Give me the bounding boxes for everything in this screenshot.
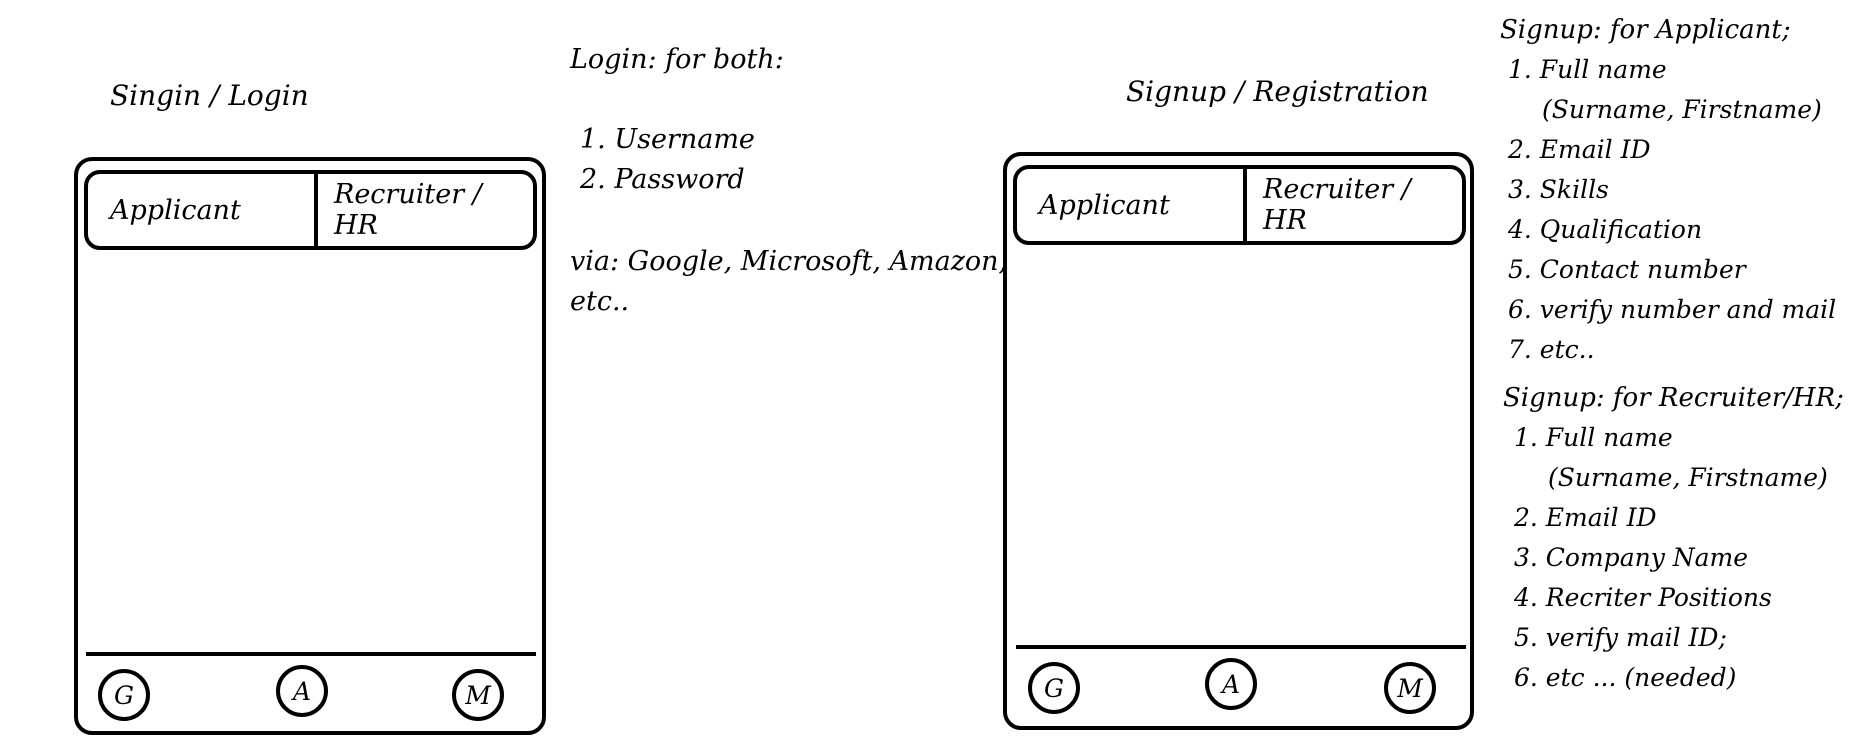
list-item: 6. etc ... (needed) [1514,663,1737,692]
list-item: 5. Contact number [1508,255,1746,284]
signup-amazon-button[interactable]: A [1205,658,1257,710]
signup-microsoft-button[interactable]: M [1384,662,1436,714]
login-via-line1: via: Google, Microsoft, Amazon, [570,246,1008,277]
list-item: 2. Password [580,164,745,195]
list-item: 6. verify number and mail [1508,295,1837,324]
signup-tab-bar: Applicant Recruiter / HR [1013,165,1466,245]
login-tab-applicant[interactable]: Applicant [88,174,318,246]
list-item: 3. Skills [1508,175,1609,204]
list-item: 4. Recriter Positions [1514,583,1772,612]
list-item: 1. Username [580,124,755,155]
signup-heading: Signup / Registration [1126,75,1429,108]
list-item: 2. Email ID [1508,135,1651,164]
signup-tab-applicant[interactable]: Applicant [1017,169,1247,241]
recruiter-fields-list: 1. Full name (Surname, Firstname) 2. Ema… [1514,418,1828,698]
list-item: 1. Full name [1508,55,1667,84]
applicant-signup-heading: Signup: for Applicant; [1500,15,1791,45]
recruiter-signup-heading: Signup: for Recruiter/HR; [1503,383,1844,413]
login-footer-divider [86,652,536,656]
login-fields-list: 1. Username 2. Password [580,120,755,200]
list-item: 2. Email ID [1514,503,1657,532]
login-google-button[interactable]: G [98,669,150,721]
list-item: (Surname, Firstname) [1548,463,1828,492]
login-tab-bar: Applicant Recruiter / HR [84,170,537,250]
login-phone-frame [74,157,546,735]
login-notes-heading: Login: for both: [570,44,784,75]
signup-footer-divider [1016,645,1466,649]
list-item: 1. Full name [1514,423,1673,452]
list-item: (Surname, Firstname) [1542,95,1822,124]
login-amazon-button[interactable]: A [276,665,328,717]
login-microsoft-button[interactable]: M [452,669,504,721]
list-item: 4. Qualification [1508,215,1703,244]
signup-phone-frame [1003,152,1474,730]
list-item: 5. verify mail ID; [1514,623,1727,652]
login-heading: Singin / Login [110,79,309,112]
list-item: 3. Company Name [1514,543,1749,572]
applicant-fields-list: 1. Full name (Surname, Firstname) 2. Ema… [1508,50,1836,370]
login-tab-recruiter[interactable]: Recruiter / HR [334,179,482,241]
signup-google-button[interactable]: G [1028,662,1080,714]
signup-tab-recruiter[interactable]: Recruiter / HR [1263,174,1411,236]
list-item: 7. etc.. [1508,335,1595,364]
login-via-line2: etc.. [570,286,630,317]
